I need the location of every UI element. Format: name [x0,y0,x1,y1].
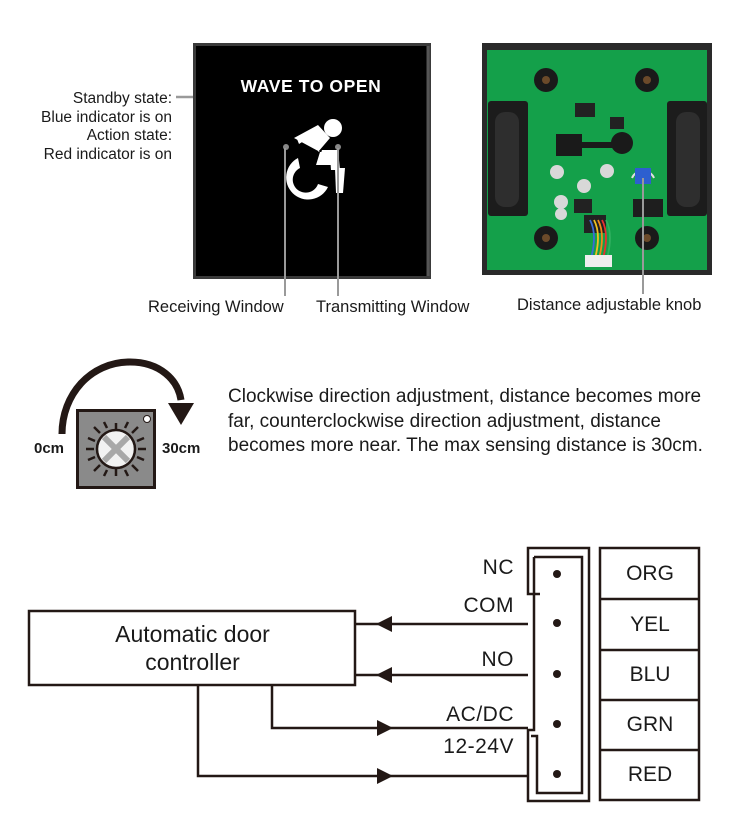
wire-color-org: ORG [626,562,674,585]
pin-label-nc: NC [482,556,514,579]
power-wire-1 [270,685,528,730]
pin-label-acdc: AC/DC [446,703,514,726]
indicator-state-description: Standby state: Blue indicator is on Acti… [41,90,172,163]
com-arrow-icon [376,616,392,632]
acdc-arrow-icon [377,720,393,736]
pin-dot-v [553,770,561,778]
wire-color-yel: YEL [630,613,670,636]
pin-dot-com [553,619,561,627]
wire-color-red: RED [627,763,673,786]
controller-label-line-1: Automatic door [115,621,270,647]
controller-label-line-2: controller [145,649,240,675]
knob-max-label: 30cm [162,440,201,457]
wire-color-grn: GRN [626,713,674,736]
clockwise-arrow-icon [58,358,194,435]
pin-dot-nc [553,570,561,578]
transmitting-window-dot [335,144,341,150]
no-arrow-icon [376,667,392,683]
sensor-front-panel [193,43,431,279]
receiving-window-label: Receiving Window [148,298,284,316]
pin-dot-no [553,670,561,678]
v-arrow-icon [377,768,393,784]
wire-color-table [598,546,701,802]
wheelchair-accessible-icon [286,119,345,200]
wiring-diagram [27,546,701,803]
knob-adjustment-description: Clockwise direction adjustment, distance… [228,386,703,456]
distance-knob-potentiometer [635,168,651,184]
pin-dot-acdc [553,720,561,728]
power-wire-2 [196,685,528,778]
potentiometer-knob-icon [76,409,156,489]
terminal-connector-outer [526,546,591,803]
pcb-board [482,43,712,275]
wire-color-blu: BLU [629,663,671,686]
pin-label-com: COM [463,594,514,617]
knob-min-label: 0cm [34,440,65,457]
door-controller-label: Automatic door controller [30,620,355,676]
panel-wave-to-open-text: WAVE TO OPEN [240,76,382,96]
pin-label-voltage: 12-24V [443,735,514,758]
pin-label-no: NO [481,648,514,671]
distance-knob-label: Distance adjustable knob [517,296,702,314]
door-controller-box [27,609,357,687]
transmitting-window-label: Transmitting Window [316,298,470,316]
